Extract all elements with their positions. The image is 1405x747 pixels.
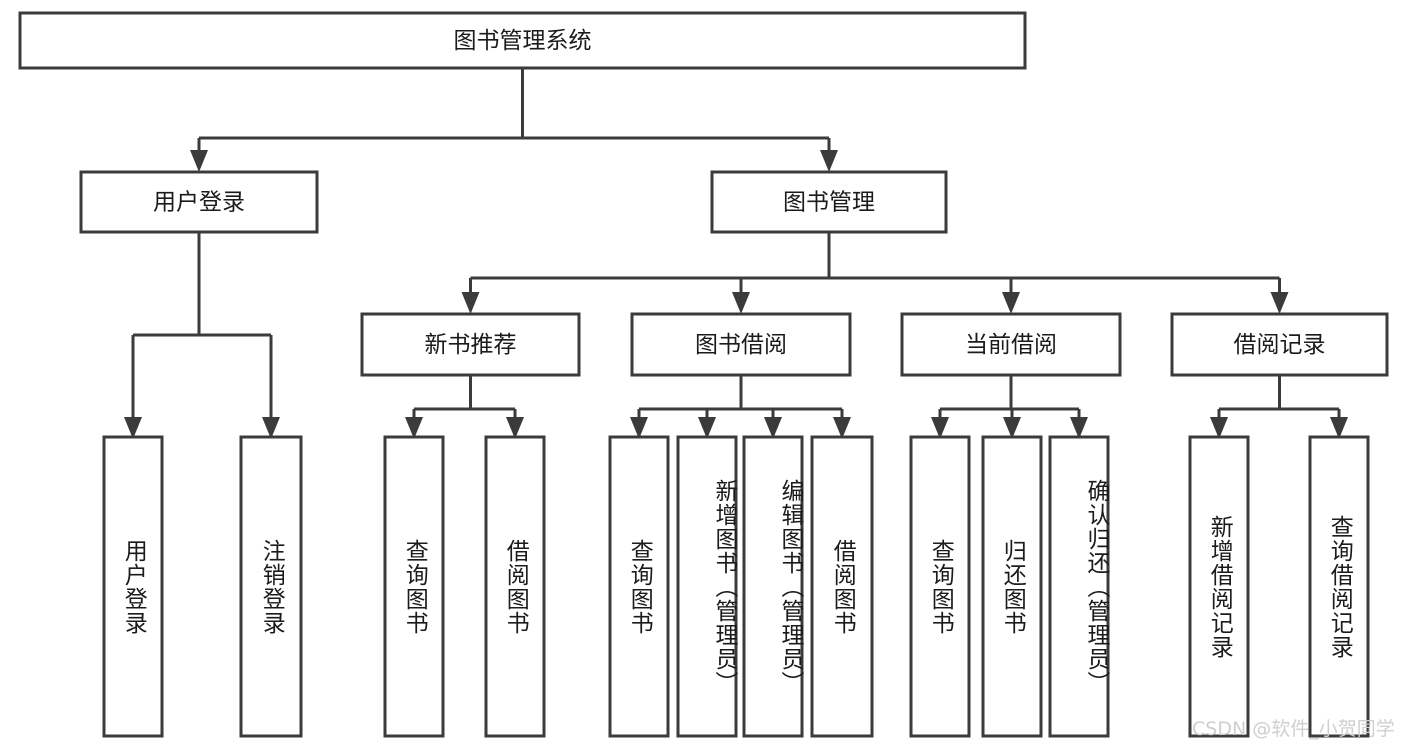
node-level3-label-3: 借阅记录 <box>1234 332 1326 358</box>
node-leaf-5[interactable] <box>676 435 738 738</box>
node-root-label: 图书管理系统 <box>454 28 592 54</box>
arrow-to-leaf-8 <box>931 417 949 439</box>
arrow-to-level2-0 <box>190 150 208 172</box>
node-boxes <box>18 11 1389 738</box>
arrow-to-leaf-10 <box>1070 417 1088 439</box>
node-level3-label-0: 新书推荐 <box>425 332 517 358</box>
node-leaf-9[interactable] <box>981 435 1043 738</box>
node-level2-1[interactable] <box>710 170 948 234</box>
node-level2-label-0: 用户登录 <box>153 190 245 216</box>
arrow-to-leaf-9 <box>1003 417 1021 439</box>
node-level2-label-1: 图书管理 <box>783 190 875 216</box>
node-leaf-2[interactable] <box>383 435 445 738</box>
node-leaf-1[interactable] <box>239 435 303 738</box>
csdn-watermark: CSDN @软件_小贺同学 <box>1192 718 1395 740</box>
node-leaf-7[interactable] <box>810 435 874 738</box>
arrow-to-level2-1 <box>820 150 838 172</box>
arrow-to-leaf-6 <box>764 417 782 439</box>
node-leaf-4[interactable] <box>608 435 670 738</box>
arrow-to-leaf-5 <box>698 417 716 439</box>
arrow-to-level3-1 <box>732 292 750 314</box>
node-leaf-10[interactable] <box>1048 435 1110 738</box>
arrow-to-level3-2 <box>1002 292 1020 314</box>
node-leaf-11[interactable] <box>1188 435 1250 738</box>
arrow-to-leaf-12 <box>1330 417 1348 439</box>
connector-lines <box>124 68 1348 439</box>
node-level3-label-1: 图书借阅 <box>695 332 787 358</box>
node-leaf-0[interactable] <box>102 435 164 738</box>
node-level3-2[interactable] <box>900 312 1122 377</box>
node-level3-0[interactable] <box>360 312 581 377</box>
node-level3-3[interactable] <box>1170 312 1389 377</box>
arrow-to-leaf-2 <box>405 417 423 439</box>
arrow-to-leaf-7 <box>833 417 851 439</box>
node-level2-0[interactable] <box>79 170 319 234</box>
node-leaf-12[interactable] <box>1308 435 1370 738</box>
arrow-to-leaf-11 <box>1210 417 1228 439</box>
node-leaf-3[interactable] <box>484 435 546 738</box>
arrow-to-leaf-4 <box>630 417 648 439</box>
node-root[interactable] <box>18 11 1027 70</box>
node-leaf-8[interactable] <box>909 435 971 738</box>
node-level3-label-2: 当前借阅 <box>965 332 1057 358</box>
node-leaf-6[interactable] <box>742 435 804 738</box>
arrow-to-leaf-3 <box>506 417 524 439</box>
arrow-to-level3-3 <box>1270 292 1289 314</box>
arrow-to-leaf-0 <box>124 417 142 439</box>
arrow-to-level3-0 <box>461 292 480 314</box>
node-level3-1[interactable] <box>630 312 852 377</box>
arrow-to-leaf-1 <box>262 417 280 439</box>
